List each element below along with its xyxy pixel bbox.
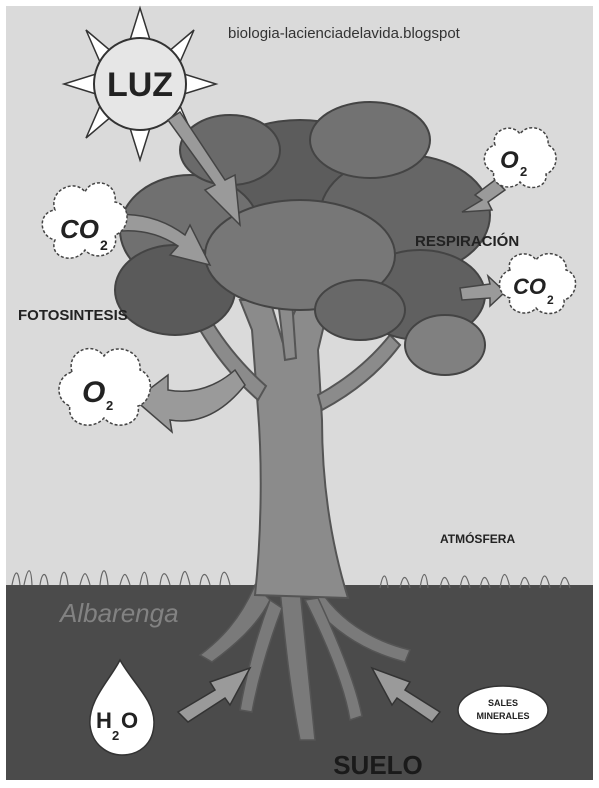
suelo-label: SUELO xyxy=(333,750,423,780)
o2-left-main: O xyxy=(82,376,105,409)
sales-minerales-badge: SALES MINERALES xyxy=(458,686,548,734)
watermark-text: biologia-lacienciadelavida.blogspot xyxy=(228,25,461,42)
water-o: O xyxy=(121,708,138,733)
respiracion-label: RESPIRACIÓN xyxy=(415,232,519,250)
sales-line2: MINERALES xyxy=(476,711,529,721)
o2-left-sub: 2 xyxy=(106,398,113,413)
co2-right-sub: 2 xyxy=(547,293,554,307)
o2-cloud-left: O 2 xyxy=(59,349,150,426)
fotosintesis-label: FOTOSINTESIS xyxy=(18,307,128,324)
water-sub: 2 xyxy=(112,728,119,743)
co2-left-main: CO xyxy=(60,214,99,244)
albarenga-label: Albarenga xyxy=(58,598,179,628)
o2-cloud-top-right: O 2 xyxy=(484,128,556,188)
sales-line1: SALES xyxy=(488,698,518,708)
luz-label: LUZ xyxy=(107,66,173,104)
atmosfera-label: ATMÓSFERA xyxy=(440,531,515,546)
co2-right-main: CO xyxy=(513,274,546,299)
o2-top-sub: 2 xyxy=(520,164,527,179)
o2-top-main: O xyxy=(500,147,519,174)
co2-left-sub: 2 xyxy=(100,237,108,253)
water-h: H xyxy=(96,708,112,733)
